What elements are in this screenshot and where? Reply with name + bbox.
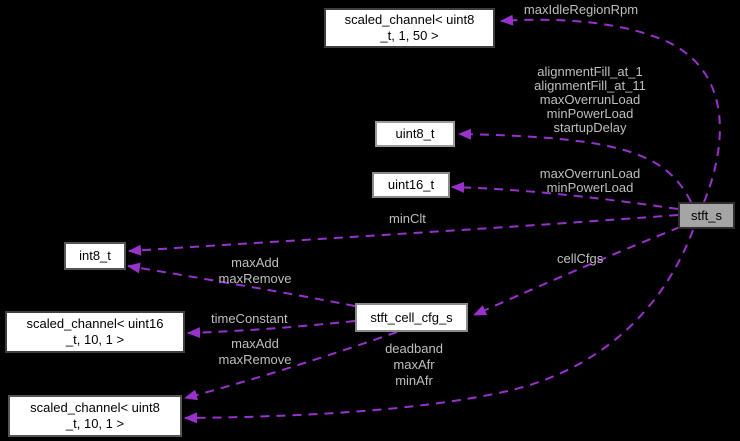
node-label: scaled_channel< uint16 xyxy=(26,316,164,331)
node-scaled-channel-uint16-10-1[interactable]: scaled_channel< uint16 _t, 10, 1 > xyxy=(5,311,185,353)
node-int8-t[interactable]: int8_t xyxy=(64,242,126,270)
node-label: stft_cell_cfg_s xyxy=(370,309,453,325)
edge-label-maxadd-maxremove-scaled8: maxAdd maxRemove xyxy=(218,336,292,367)
node-label: _t, 10, 1 > xyxy=(65,332,125,347)
edge-label-maxadd-maxremove-int8: maxAdd maxRemove xyxy=(218,255,292,286)
edge-maxadd-maxremove-scaled8 xyxy=(184,331,398,401)
edge-label-maxidleregionrpm: maxIdleRegionRpm xyxy=(523,2,639,17)
node-label: uint8_t xyxy=(395,126,435,141)
node-stft-cell-cfg-s[interactable]: stft_cell_cfg_s xyxy=(355,303,468,332)
node-label: uint16_t xyxy=(387,177,435,192)
edge-cellcfgs xyxy=(473,226,681,316)
edge-label-minclt: minClt xyxy=(389,211,426,226)
edge-uint16-members xyxy=(451,181,679,210)
node-label: scaled_channel< uint8 xyxy=(30,400,160,415)
edge-label-timeconstant: timeConstant xyxy=(211,311,288,326)
edge-label-deadband-maxafr-minafr: deadband maxAfr minAfr xyxy=(385,341,443,388)
node-stft-s[interactable]: stft_s xyxy=(678,202,735,229)
node-uint16-t[interactable]: uint16_t xyxy=(372,172,450,198)
node-uint8-t[interactable]: uint8_t xyxy=(375,121,455,147)
node-label: _t, 1, 50 > xyxy=(380,28,439,43)
edge-maxidleregionrpm xyxy=(500,14,721,203)
node-label: scaled_channel< uint8 xyxy=(344,12,475,27)
edge-label-cellcfgs: cellCfgs xyxy=(557,251,604,266)
edge-uint8-members xyxy=(458,128,692,203)
node-scaled-channel-uint8-1-50[interactable]: scaled_channel< uint8 _t, 1, 50 > xyxy=(324,8,495,48)
node-scaled-channel-uint8-10-1[interactable]: scaled_channel< uint8 _t, 10, 1 > xyxy=(8,395,182,437)
edge-timeconstant xyxy=(187,320,356,339)
node-label: int8_t xyxy=(79,248,111,263)
edge-minclt xyxy=(128,214,679,256)
edge-maxadd-maxremove-int8 xyxy=(127,262,356,307)
edge-deadband-maxafr-minafr xyxy=(184,229,694,424)
edge-label-uint8-members: alignmentFill_at_1 alignmentFill_at_11 m… xyxy=(534,64,646,135)
node-label: stft_s xyxy=(690,207,723,223)
node-label: _t, 10, 1 > xyxy=(65,416,125,431)
edge-label-uint16-members: maxOverrunLoad minPowerLoad xyxy=(539,166,641,195)
